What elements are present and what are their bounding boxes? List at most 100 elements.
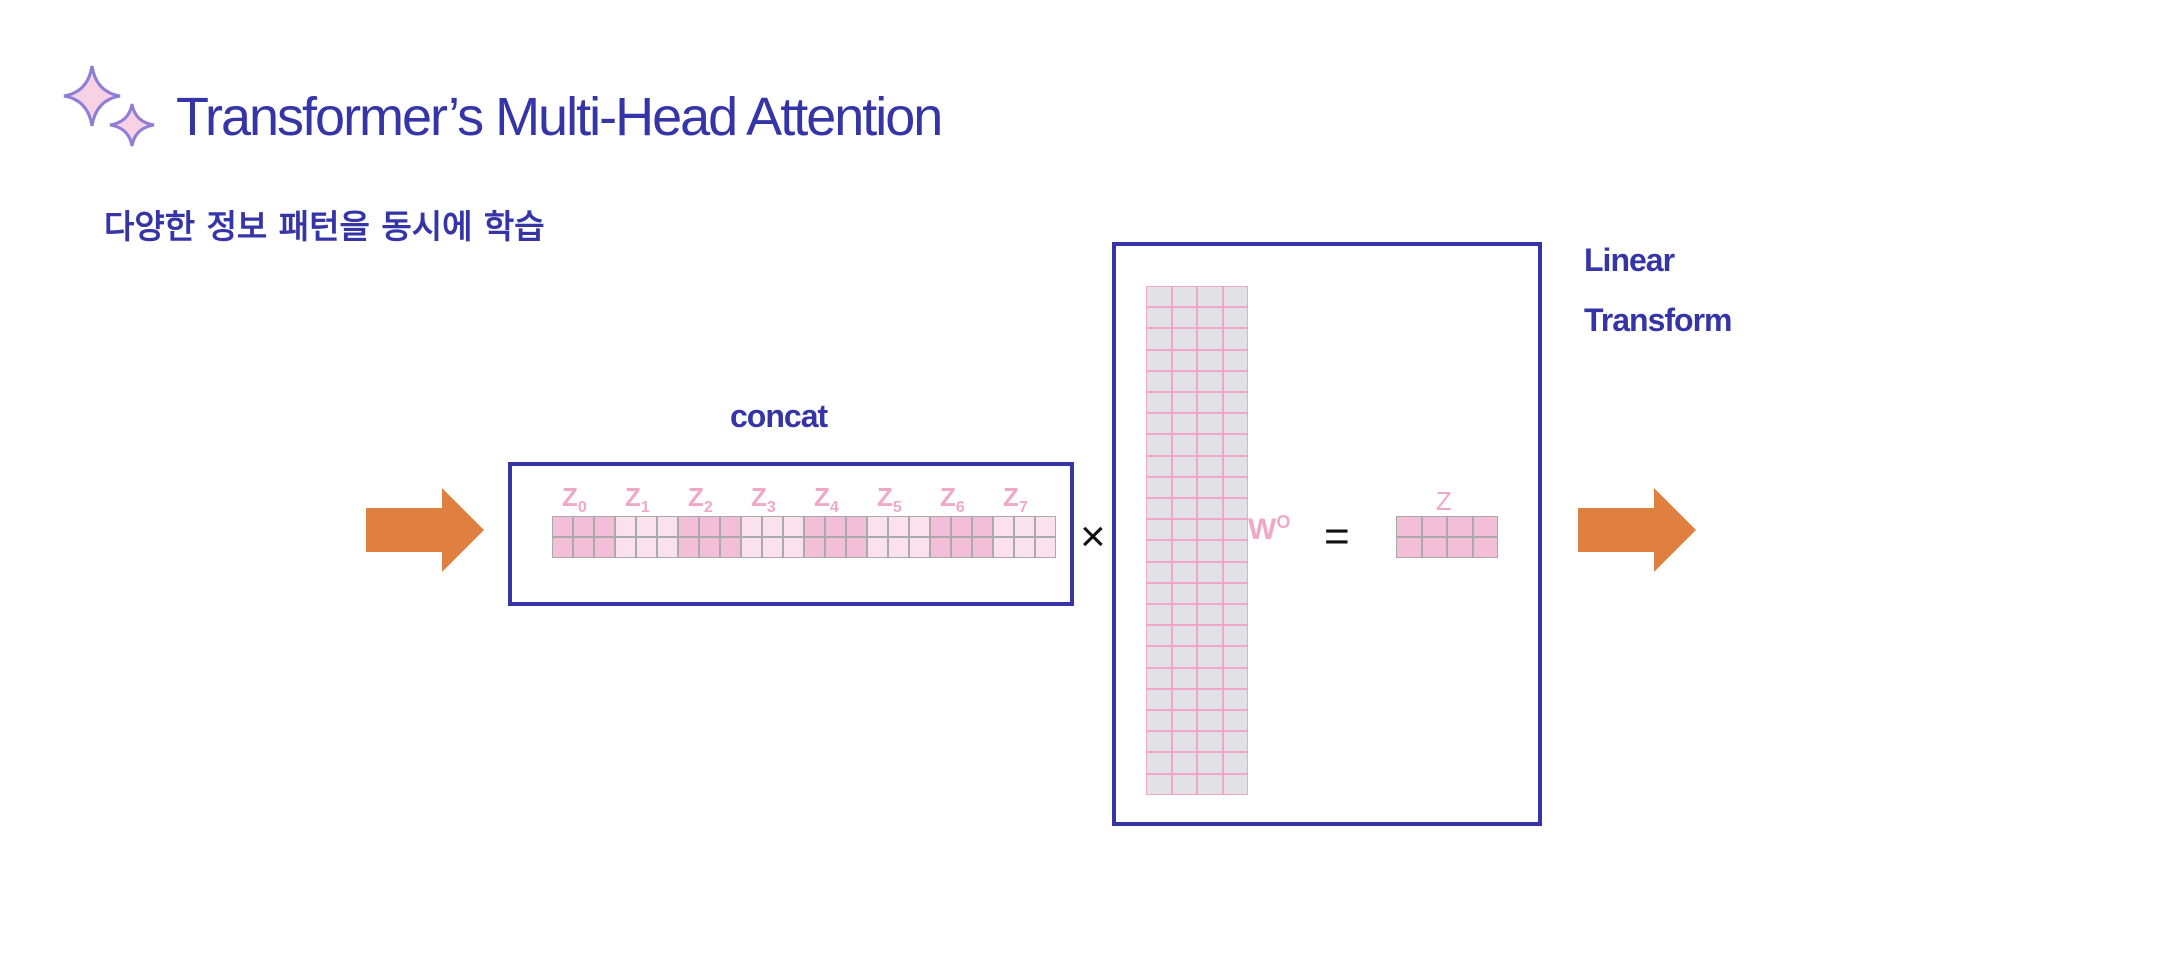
- weight-cell: [1222, 370, 1248, 392]
- z-label-sub: 2: [703, 499, 713, 517]
- weight-cell: [1171, 519, 1197, 541]
- weight-cell: [1197, 731, 1223, 753]
- concat-cell: [804, 537, 825, 558]
- output-cell: [1421, 537, 1447, 558]
- weight-cell: [1171, 688, 1197, 710]
- weight-cell: [1197, 773, 1223, 795]
- weight-cell: [1197, 752, 1223, 774]
- weight-cell: [1171, 625, 1197, 647]
- output-cell: [1472, 516, 1498, 537]
- sparkle-icon: [63, 65, 155, 147]
- weight-cell: [1222, 731, 1248, 753]
- z-label-base: Z: [688, 482, 704, 512]
- z-label-0: Z0: [562, 482, 587, 517]
- weight-cell: [1197, 328, 1223, 350]
- output-arrow-icon: [1578, 488, 1696, 572]
- z-label-sub: 3: [766, 499, 776, 517]
- output-cell: [1396, 537, 1422, 558]
- output-z-label: Z: [1436, 486, 1452, 516]
- weight-cell: [1197, 455, 1223, 477]
- weight-cell: [1146, 646, 1172, 668]
- concat-cell: [552, 516, 573, 537]
- concat-cell: [615, 516, 636, 537]
- z-label-sub: 1: [640, 499, 650, 517]
- z-label-sub: 7: [1018, 499, 1028, 517]
- weight-cell: [1197, 519, 1223, 541]
- weight-cell: [1146, 604, 1172, 626]
- weight-cell: [1197, 667, 1223, 689]
- z-label-7: Z7: [1003, 482, 1028, 517]
- weight-cell: [1222, 773, 1248, 795]
- weight-cell: [1222, 455, 1248, 477]
- concat-cell: [594, 516, 615, 537]
- z-label-1: Z1: [625, 482, 650, 517]
- weight-cell: [1171, 773, 1197, 795]
- concat-cell: [720, 516, 741, 537]
- z-label-base: Z: [877, 482, 893, 512]
- weight-cell: [1146, 307, 1172, 329]
- weight-cell: [1171, 667, 1197, 689]
- weight-cell: [1171, 286, 1197, 308]
- concat-cell: [657, 537, 678, 558]
- linear-transform-box: [1112, 242, 1542, 826]
- concat-cell: [699, 516, 720, 537]
- weight-cell: [1222, 349, 1248, 371]
- transform-label: Transform: [1584, 302, 1732, 338]
- weight-cell: [1197, 646, 1223, 668]
- weight-cell: [1171, 392, 1197, 414]
- concat-cell: [846, 516, 867, 537]
- concat-cell: [636, 516, 657, 537]
- weight-cell: [1171, 328, 1197, 350]
- weight-cell: [1171, 604, 1197, 626]
- weight-cell: [1146, 286, 1172, 308]
- concat-cell: [1014, 537, 1035, 558]
- concat-cell: [846, 537, 867, 558]
- weight-cell: [1146, 625, 1172, 647]
- concat-cell: [762, 537, 783, 558]
- output-cell: [1421, 516, 1447, 537]
- page-subtitle: 다양한 정보 패턴을 동시에 학습: [104, 207, 545, 246]
- weight-cell: [1171, 498, 1197, 520]
- weight-cell: [1146, 370, 1172, 392]
- weight-cell: [1146, 752, 1172, 774]
- weight-cell: [1171, 582, 1197, 604]
- concat-cell: [888, 537, 909, 558]
- concat-cell: [615, 537, 636, 558]
- weight-cell: [1222, 498, 1248, 520]
- z-label-6: Z6: [940, 482, 965, 517]
- weight-cell: [1222, 561, 1248, 583]
- weight-cell: [1222, 413, 1248, 435]
- z-label-base: Z: [751, 482, 767, 512]
- output-cell: [1472, 537, 1498, 558]
- concat-cell: [699, 537, 720, 558]
- concat-cell: [720, 537, 741, 558]
- weight-cell: [1222, 625, 1248, 647]
- concat-cell: [993, 516, 1014, 537]
- weight-label: WO: [1248, 512, 1291, 546]
- weight-cell: [1197, 434, 1223, 456]
- weight-cell: [1146, 476, 1172, 498]
- weight-cell: [1171, 413, 1197, 435]
- z-label-sub: 6: [955, 499, 965, 517]
- concat-cell: [678, 516, 699, 537]
- weight-cell: [1171, 561, 1197, 583]
- weight-cell: [1171, 370, 1197, 392]
- concat-cell: [930, 516, 951, 537]
- weight-cell: [1222, 646, 1248, 668]
- concat-cell: [762, 516, 783, 537]
- weight-cell: [1222, 307, 1248, 329]
- input-arrow-icon: [366, 488, 484, 572]
- concat-cell: [972, 516, 993, 537]
- z-label-base: Z: [625, 482, 641, 512]
- concat-cell: [552, 537, 573, 558]
- weight-cell: [1197, 498, 1223, 520]
- weight-cell: [1222, 688, 1248, 710]
- concat-cell: [825, 537, 846, 558]
- page-title: Transformer’s Multi-Head Attention: [176, 87, 943, 147]
- weight-cell: [1222, 476, 1248, 498]
- concat-cell: [909, 537, 930, 558]
- output-cell: [1447, 516, 1473, 537]
- weight-cell: [1197, 582, 1223, 604]
- weight-cell: [1222, 392, 1248, 414]
- weight-cell: [1146, 455, 1172, 477]
